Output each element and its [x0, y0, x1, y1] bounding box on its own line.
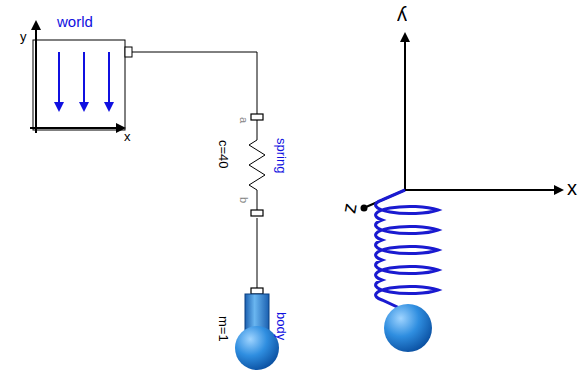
- body-component: m=1 body: [212, 288, 302, 374]
- wire-line: [132, 52, 257, 114]
- text-slot: c=40: [216, 140, 230, 169]
- axis-label: x: [567, 177, 577, 199]
- text-slot: spring: [274, 138, 288, 173]
- port-name: a: [238, 117, 250, 123]
- parameter-value: m=1: [216, 316, 230, 342]
- text-slot: z: [344, 197, 354, 219]
- axis-label: y: [20, 30, 27, 44]
- text-slot: b: [238, 197, 250, 203]
- component-name: body: [274, 312, 288, 340]
- world-icon: [30, 22, 132, 133]
- spring-component: c=40 spring: [212, 114, 302, 218]
- text-slot: y: [20, 30, 27, 44]
- axis-label: x: [124, 130, 131, 144]
- world-component: world: [18, 10, 132, 140]
- text-slot: world: [57, 14, 93, 31]
- axis-label: z: [337, 201, 360, 215]
- text-slot: x: [124, 130, 131, 144]
- parameter-value: c=40: [216, 140, 230, 169]
- text-slot: x: [567, 177, 577, 199]
- wire: [257, 218, 258, 288]
- animation-view: [361, 34, 563, 352]
- text-slot: m=1: [216, 316, 230, 342]
- body-icon: [235, 288, 279, 370]
- text-slot: body: [274, 312, 288, 340]
- component-name: spring: [274, 138, 288, 173]
- axis-label: y: [397, 6, 407, 28]
- port-name: b: [238, 197, 250, 203]
- wire-line: [257, 218, 258, 288]
- spring-icon: [249, 114, 265, 216]
- text-slot: a: [238, 117, 250, 123]
- text-slot: y: [397, 6, 407, 28]
- component-name: world: [57, 14, 93, 31]
- wire: [132, 52, 257, 114]
